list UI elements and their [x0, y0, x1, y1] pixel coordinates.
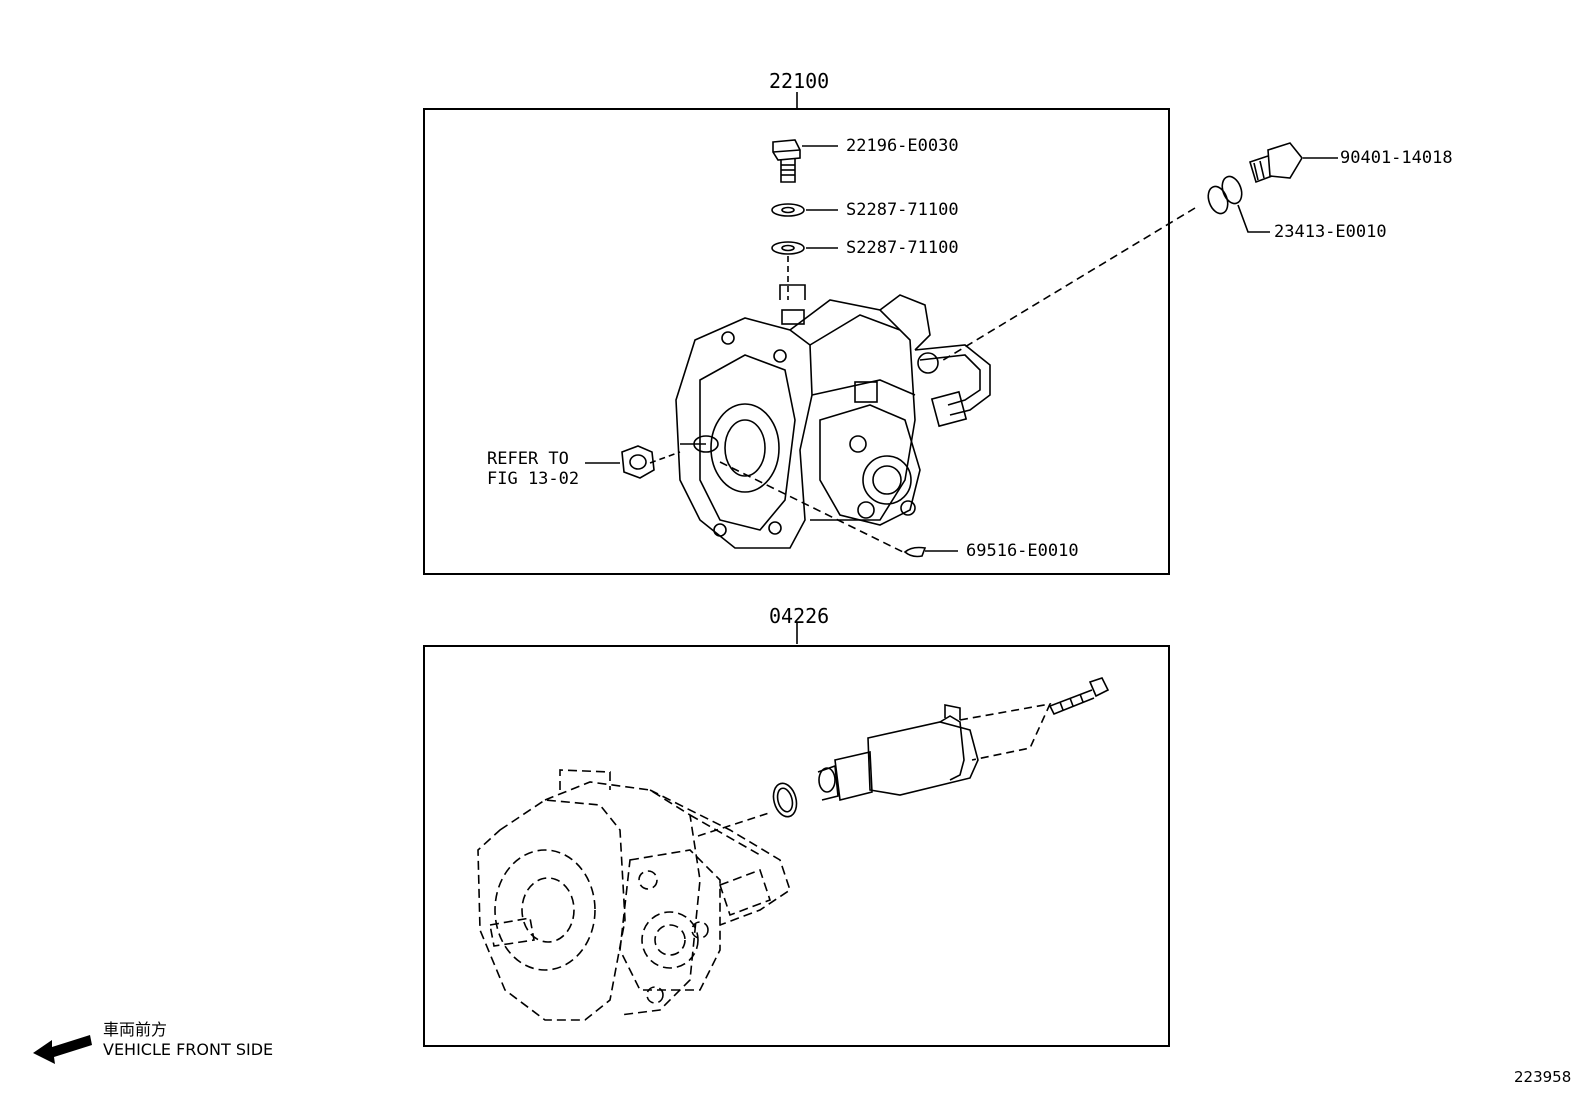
assembly-number-04226[interactable]: 04226: [769, 604, 830, 628]
part-number-label[interactable]: 69516-E0010: [966, 541, 1079, 561]
figure-id: 223958: [1514, 1068, 1572, 1086]
gasket-drawing-2: [771, 241, 838, 255]
vehicle-front-label-jp: 車両前方: [103, 1020, 168, 1039]
union-bolt-drawing: [772, 139, 838, 183]
connector-dashed-line: [939, 207, 1196, 363]
assembly-number-22100[interactable]: 22100: [769, 69, 830, 93]
key-dashed-line: [719, 461, 904, 553]
reference-note[interactable]: REFER TO FIG 13-02: [487, 449, 579, 490]
woodruff-key-drawing: [903, 546, 958, 558]
part-number-label[interactable]: S2287-71100: [846, 238, 959, 258]
assembly-22100-frame: [423, 108, 1170, 575]
o-ring-drawing: [772, 782, 798, 818]
gasket-pair-drawing: [1207, 175, 1270, 233]
assembly-04226-frame: [423, 645, 1170, 1047]
reference-note-line-2: FIG 13-02: [487, 469, 580, 490]
gasket-drawing-1: [771, 203, 838, 217]
valve-bolt-drawing: [1048, 677, 1110, 716]
part-number-label[interactable]: 23413-E0010: [1274, 222, 1387, 242]
reference-pump-outline: [477, 769, 791, 1021]
part-number-label[interactable]: 22196-E0030: [846, 136, 959, 156]
vehicle-front-label: 車両前方 VEHICLE FRONT SIDE: [103, 1020, 273, 1060]
reference-note-line-1: REFER TO: [487, 449, 569, 469]
suction-control-valve-drawing: [817, 704, 979, 801]
pump-nut-drawing: [585, 445, 655, 479]
part-number-label[interactable]: S2287-71100: [846, 200, 959, 220]
part-number-label[interactable]: 90401-14018: [1340, 148, 1453, 168]
vehicle-front-label-en: VEHICLE FRONT SIDE: [103, 1040, 274, 1059]
front-arrow-icon: [33, 1035, 92, 1064]
connector-bolt-drawing: [1249, 142, 1338, 184]
supply-pump-drawing: [675, 284, 991, 549]
